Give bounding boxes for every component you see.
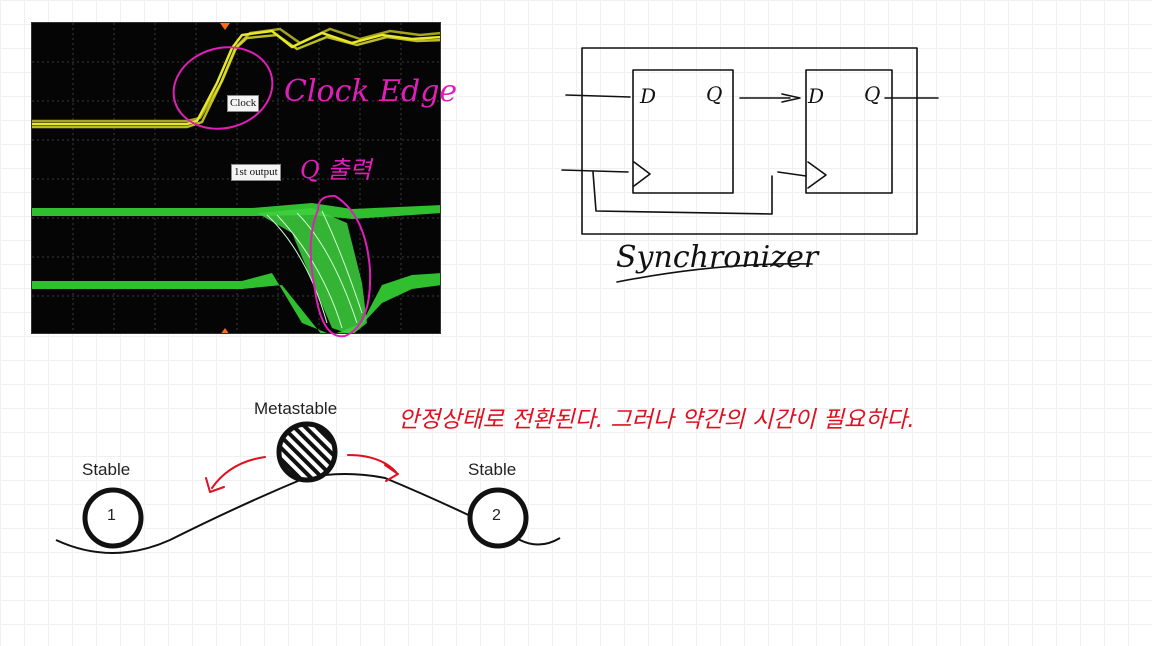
metastable-label: Metastable xyxy=(254,399,338,418)
q-output-annotation: Q 출력 xyxy=(300,156,372,184)
metastability-note: 안정상태로 전환된다. 그러나 약간의 시간이 필요하다. xyxy=(398,407,915,433)
oscilloscope-capture: Clock 1st output xyxy=(31,22,441,334)
trigger-marker-top xyxy=(220,23,230,30)
ball-1-number: 1 xyxy=(107,507,116,524)
ball-2-number: 2 xyxy=(492,507,501,524)
clock-loop-wire xyxy=(592,171,773,215)
left-roll-arrow xyxy=(211,456,266,489)
d-input-wire xyxy=(565,94,631,98)
ff1-q-label: Q xyxy=(706,82,723,106)
left-roll-arrowhead xyxy=(205,477,225,493)
ff2-clock-wire xyxy=(777,171,807,177)
ff2-clock-symbol xyxy=(807,161,827,189)
right-roll-arrowhead xyxy=(384,464,399,482)
synchronizer-annotation: Synchronizer xyxy=(616,240,819,275)
trigger-marker-bottom xyxy=(221,328,229,333)
output-channel-label: 1st output xyxy=(231,164,281,181)
clock-channel-label: Clock xyxy=(227,95,260,112)
right-roll-arrow xyxy=(347,454,397,473)
clock-edge-annotation: Clock Edge xyxy=(284,74,458,109)
ff2-q-label: Q xyxy=(864,82,881,106)
ff2-d-label: D xyxy=(808,84,825,108)
ff1-d-label: D xyxy=(640,84,657,108)
clock-input-wire xyxy=(561,169,629,173)
energy-curve xyxy=(55,473,561,554)
stable-right-label: Stable xyxy=(468,460,517,479)
synchronizer-outline xyxy=(581,47,918,235)
q1-to-d2-arrowhead xyxy=(781,93,801,103)
stable-left-label: Stable xyxy=(82,460,131,479)
metastable-ball xyxy=(276,421,338,483)
ff1-clock-symbol xyxy=(633,161,651,187)
